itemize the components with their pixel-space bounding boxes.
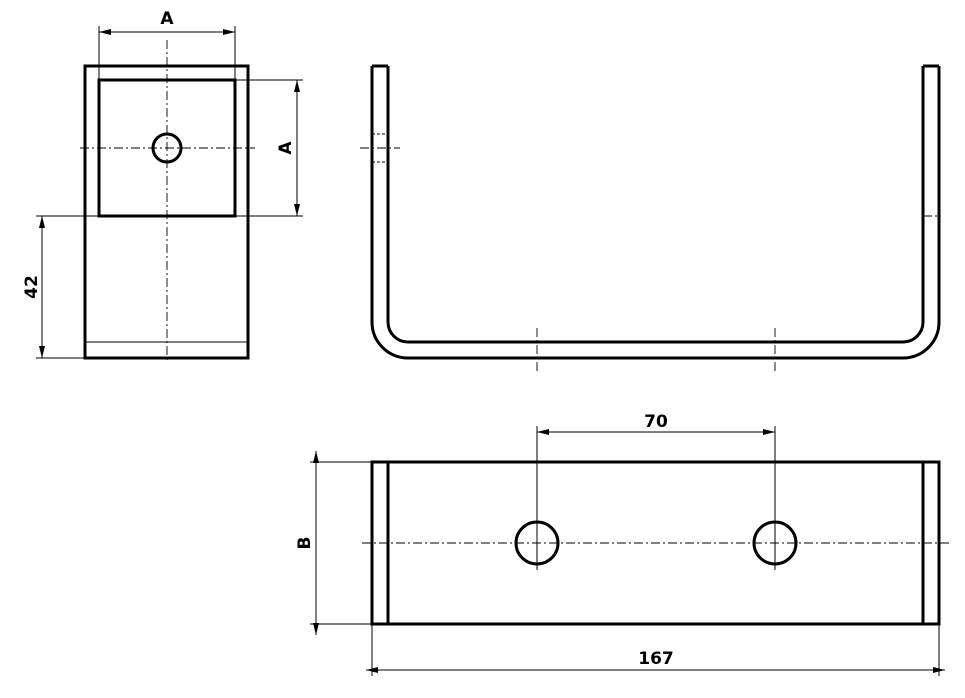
front-view xyxy=(360,64,941,372)
dim-70-label: 70 xyxy=(644,412,668,432)
end-view-outer-outline xyxy=(83,64,250,360)
top-view xyxy=(310,426,950,676)
dim-a-top-label: A xyxy=(160,9,174,29)
dim-a-side-label: A xyxy=(276,141,296,155)
front-view-outer-outline xyxy=(370,66,941,360)
end-view xyxy=(36,26,303,362)
dim-167-label: 167 xyxy=(638,649,674,669)
front-view-inner-outline xyxy=(386,66,925,344)
top-view-outline xyxy=(370,460,941,626)
dim-42-label: 42 xyxy=(22,275,42,299)
dim-b-label: B xyxy=(295,537,315,550)
